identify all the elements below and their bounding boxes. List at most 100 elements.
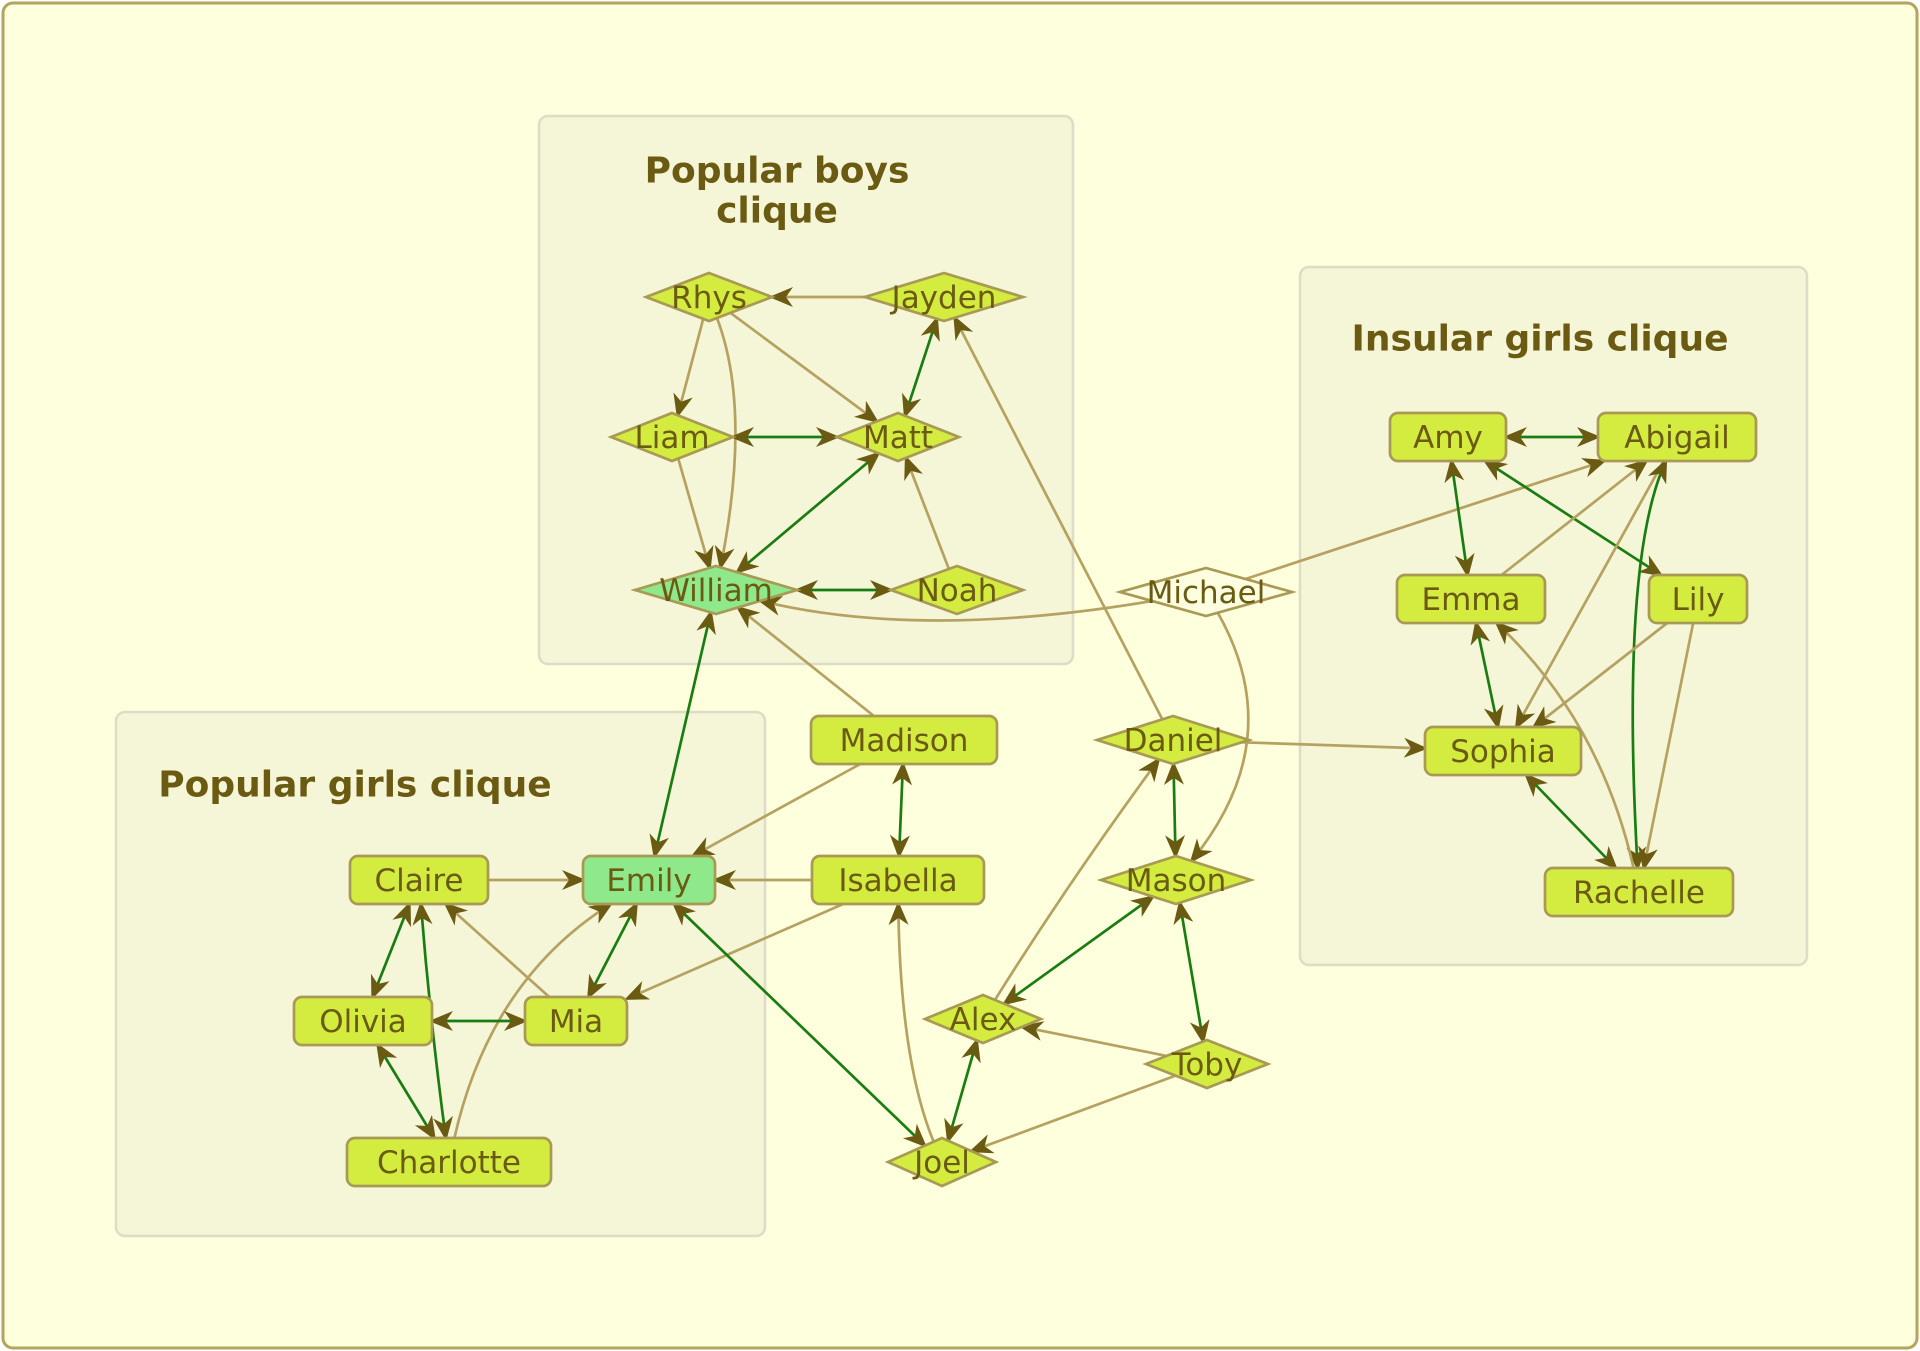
node-isabella[interactable]: Isabella <box>810 854 986 906</box>
node-shape-charlotte <box>345 1136 553 1188</box>
edge-emily-joel-mutual <box>671 901 928 1148</box>
node-shape-lily <box>1647 573 1749 625</box>
node-label-toby: Toby <box>1171 1047 1243 1083</box>
node-amy[interactable]: Amy <box>1388 411 1508 463</box>
node-rachelle[interactable]: Rachelle <box>1543 866 1735 918</box>
node-charlotte[interactable]: Charlotte <box>345 1136 553 1188</box>
edge-daniel-mason-mutual <box>1163 760 1186 860</box>
node-label-abigail: Abigail <box>1624 420 1729 456</box>
node-label-isabella: Isabella <box>838 863 957 899</box>
node-toby[interactable]: Toby <box>1142 1038 1272 1090</box>
node-shape-isabella <box>810 854 986 906</box>
node-label-emily: Emily <box>606 863 691 899</box>
node-madison[interactable]: Madison <box>809 714 999 766</box>
node-label-mia: Mia <box>549 1004 603 1040</box>
edge-emma-sophia-mutual <box>1470 620 1504 730</box>
edge-rachelle-emma <box>1494 620 1635 869</box>
edge-claire-olivia-mutual <box>370 901 412 1000</box>
edge-mia-emily-mutual <box>587 901 638 1000</box>
node-rhys[interactable]: Rhys <box>642 271 776 323</box>
node-abigail[interactable]: Abigail <box>1596 411 1758 463</box>
edge-madison-isabella-mutual <box>889 761 913 859</box>
node-label-daniel: Daniel <box>1124 723 1223 759</box>
node-shape-claire <box>348 854 490 906</box>
edge-rhys-matt <box>729 311 880 424</box>
edge-toby-joel <box>968 1074 1177 1154</box>
node-alex[interactable]: Alex <box>921 993 1045 1045</box>
edge-madison-emily <box>690 762 861 858</box>
node-liam[interactable]: Liam <box>607 411 737 463</box>
node-shape-abigail <box>1596 411 1758 463</box>
edge-amy-emma-mutual <box>1444 458 1475 578</box>
node-label-rhys: Rhys <box>671 280 747 316</box>
edge-daniel-sophia <box>1241 737 1428 758</box>
node-label-william: William <box>659 573 773 609</box>
edge-mason-toby-mutual <box>1173 899 1210 1045</box>
node-shape-olivia <box>292 995 434 1047</box>
node-shape-emily <box>581 854 717 906</box>
edge-olivia-charlotte-mutual <box>376 1042 436 1141</box>
node-sophia[interactable]: Sophia <box>1423 725 1583 777</box>
node-shape-joel <box>884 1136 1000 1188</box>
node-label-liam: Liam <box>634 420 709 456</box>
cluster-label-boys: clique <box>716 191 838 232</box>
edge-matt-william-mutual <box>734 451 881 575</box>
node-lily[interactable]: Lily <box>1647 573 1749 625</box>
node-label-mason: Mason <box>1126 863 1227 899</box>
node-label-lily: Lily <box>1672 582 1725 618</box>
node-claire[interactable]: Claire <box>348 854 490 906</box>
cluster-box-boys <box>537 114 1075 666</box>
node-matt[interactable]: Matt <box>833 411 963 463</box>
cluster-label-insular: Insular girls clique <box>1352 319 1729 360</box>
node-label-madison: Madison <box>840 723 969 759</box>
node-shape-liam <box>607 411 737 463</box>
node-noah[interactable]: Noah <box>887 564 1027 616</box>
node-shape-mason <box>1096 854 1256 906</box>
node-mason[interactable]: Mason <box>1096 854 1256 906</box>
cluster-label-girls: Popular girls clique <box>158 765 551 806</box>
edge-abigail-rachelle-mutual <box>1626 458 1668 871</box>
node-william[interactable]: William <box>630 564 802 616</box>
node-shape-michael <box>1114 566 1298 618</box>
node-shape-daniel <box>1092 714 1254 766</box>
node-shape-rhys <box>642 271 776 323</box>
node-olivia[interactable]: Olivia <box>292 995 434 1047</box>
node-label-rachelle: Rachelle <box>1573 875 1705 911</box>
node-label-emma: Emma <box>1422 582 1521 618</box>
node-joel[interactable]: Joel <box>884 1136 1000 1188</box>
edge-alex-joel-mutual <box>944 1037 981 1144</box>
node-shape-emma <box>1395 573 1547 625</box>
node-label-joel: Joel <box>912 1145 970 1181</box>
edge-daniel-jayden <box>953 315 1164 720</box>
node-label-olivia: Olivia <box>319 1004 407 1040</box>
node-shape-mia <box>523 995 629 1047</box>
node-jayden[interactable]: Jayden <box>860 271 1028 323</box>
node-label-claire: Claire <box>374 863 463 899</box>
node-emma[interactable]: Emma <box>1395 573 1547 625</box>
edge-liam-william <box>676 458 714 571</box>
edge-toby-alex <box>1019 1021 1167 1058</box>
edge-mason-alex-mutual <box>1001 894 1156 1006</box>
node-label-noah: Noah <box>917 573 998 609</box>
node-shape-matt <box>833 411 963 463</box>
node-label-matt: Matt <box>863 420 933 456</box>
node-daniel[interactable]: Daniel <box>1092 714 1254 766</box>
node-shape-noah <box>887 564 1027 616</box>
edge-michael-william <box>757 596 1153 622</box>
node-emily[interactable]: Emily <box>581 854 717 906</box>
edge-lily-rachelle <box>1638 622 1695 871</box>
edge-charlotte-emily <box>453 902 614 1139</box>
edge-joel-isabella <box>888 901 935 1143</box>
node-label-michael: Michael <box>1147 575 1266 611</box>
edge-rhys-liam <box>673 318 705 419</box>
edge-mia-claire <box>443 901 551 999</box>
node-michael[interactable]: Michael <box>1114 566 1298 618</box>
cluster-label-boys: Popular boys <box>645 151 910 192</box>
edge-sophia-rachelle-mutual <box>1524 772 1618 871</box>
node-shape-toby <box>1142 1038 1272 1090</box>
node-mia[interactable]: Mia <box>523 995 629 1047</box>
edge-rhys-william <box>714 317 737 571</box>
